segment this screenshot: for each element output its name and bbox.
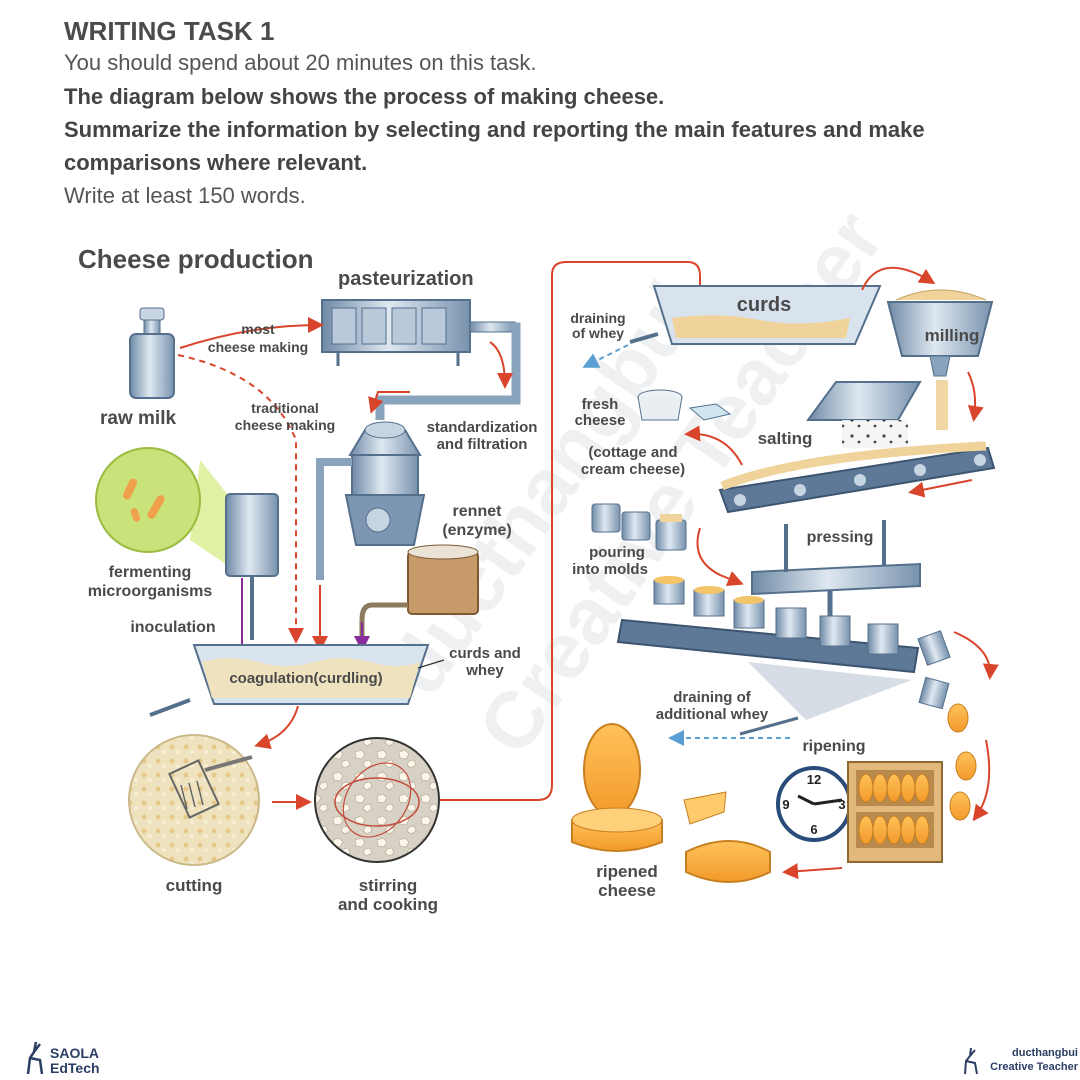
cheese-rounds-falling	[947, 703, 977, 821]
task-word-count: Write at least 150 words.	[64, 183, 306, 208]
cutting-illustration	[128, 734, 260, 866]
antelope-icon	[26, 1041, 44, 1075]
arrow-draining-whey	[582, 344, 629, 368]
label-most-2: cheese making	[208, 339, 308, 355]
label-cutting: cutting	[166, 876, 223, 895]
label-cottage-2: cream cheese)	[581, 461, 685, 478]
clock-number-12: 12	[807, 772, 821, 787]
label-pasteurization: pasteurization	[338, 268, 474, 290]
label-raw-milk: raw milk	[100, 408, 176, 429]
label-ripened-1: ripened	[596, 862, 657, 881]
ripening-shelf	[847, 761, 943, 863]
label-ripened-2: cheese	[598, 881, 656, 900]
label-fermenting-1: fermenting	[109, 564, 192, 581]
label-traditional-1: traditional	[251, 400, 319, 416]
label-curds: curds	[737, 294, 791, 316]
microorganisms-magnifier	[95, 447, 242, 575]
curds-vat	[629, 285, 882, 345]
fresh-cheese-tub	[637, 389, 732, 421]
label-inoculation: inoculation	[130, 619, 215, 636]
empty-molds	[591, 503, 687, 551]
antelope-small-icon	[964, 1047, 978, 1075]
coagulation-vat	[149, 644, 430, 717]
label-draining-whey-2: of whey	[572, 325, 624, 341]
arrow-to-ripening	[953, 631, 999, 680]
label-pressing: pressing	[807, 529, 874, 546]
arrow-to-cutting	[254, 705, 299, 750]
ducthangbui-logo-line-2: Creative Teacher	[990, 1061, 1078, 1073]
arrow-to-standardization	[489, 341, 513, 389]
task-instruction: You should spend about 20 minutes on thi…	[64, 50, 537, 75]
label-rennet-1: rennet	[453, 503, 503, 520]
arrow-into-separator	[368, 391, 410, 414]
milling-hopper	[886, 289, 994, 430]
label-salting: salting	[758, 429, 813, 448]
saola-logo-line-1: SAOLA	[50, 1045, 99, 1061]
arrow-ripening-down	[972, 739, 991, 822]
label-pouring-2: into molds	[572, 561, 648, 578]
task-prompt-line-1: The diagram below shows the process of m…	[64, 84, 665, 109]
clock-number-3: 3	[838, 797, 845, 812]
label-fermenting-2: microorganisms	[88, 583, 213, 600]
label-rennet-2: (enzyme)	[442, 522, 511, 539]
label-stirring-2: and cooking	[338, 895, 438, 914]
salting-hopper	[806, 381, 922, 448]
label-coagulation: coagulation(curdling)	[229, 670, 382, 687]
arrow-salting-direction	[908, 479, 973, 498]
clock-number-6: 6	[810, 822, 817, 837]
label-draining-whey-1: draining	[570, 310, 625, 326]
label-pouring-1: pouring	[589, 544, 645, 561]
raw-milk-can	[129, 307, 175, 399]
arrow-most-cheese-making	[179, 317, 324, 349]
ducthangbui-logo-line-1: ducthangbui	[1012, 1047, 1078, 1059]
arrow-to-curds-vat	[440, 261, 708, 801]
cheese-press	[751, 520, 921, 620]
standardization-separator	[316, 421, 426, 580]
arrow-to-fresh-cheese	[684, 425, 743, 466]
arrow-to-milling	[861, 266, 936, 291]
label-milling: milling	[925, 326, 980, 345]
pressing-conveyor	[616, 576, 951, 720]
arrow-to-pressing	[696, 527, 744, 586]
arrow-to-ripened-cheese	[782, 863, 843, 880]
saola-logo-line-2: EdTech	[50, 1060, 100, 1076]
label-fresh-1: fresh	[582, 396, 619, 413]
task-prompt-line-2: Summarize the information by selecting a…	[64, 117, 925, 142]
label-draining-add-2: additional whey	[656, 706, 769, 723]
label-most-1: most	[241, 321, 275, 337]
label-draining-add-1: draining of	[673, 689, 751, 706]
salting-conveyor	[718, 441, 996, 514]
label-traditional-2: cheese making	[235, 417, 335, 433]
label-fresh-2: cheese	[575, 412, 626, 429]
rennet-jar	[359, 544, 479, 640]
arrow-to-salting	[967, 371, 984, 422]
clock-number-9: 9	[782, 797, 789, 812]
label-cottage-1: (cottage and	[588, 444, 677, 461]
task-title: WRITING TASK 1	[64, 16, 275, 46]
stirring-illustration	[314, 737, 440, 863]
label-standardization-1: standardization	[427, 419, 538, 436]
pasteurization-plate-exchanger	[321, 299, 521, 420]
label-stirring-1: stirring	[359, 876, 418, 895]
label-ripening: ripening	[802, 738, 865, 755]
ripening-clock-icon: 12 3 6 9	[776, 766, 852, 842]
label-curds-whey-2: whey	[465, 662, 504, 679]
arrow-traditional-cheese-making	[177, 354, 304, 644]
task-prompt-line-3: comparisons where relevant.	[64, 150, 368, 175]
label-standardization-2: and filtration	[437, 436, 528, 453]
label-curds-whey-1: curds and	[449, 645, 521, 662]
culture-tank	[225, 493, 279, 640]
ripened-cheese-wheels	[571, 723, 771, 883]
diagram-title: Cheese production	[78, 244, 313, 274]
